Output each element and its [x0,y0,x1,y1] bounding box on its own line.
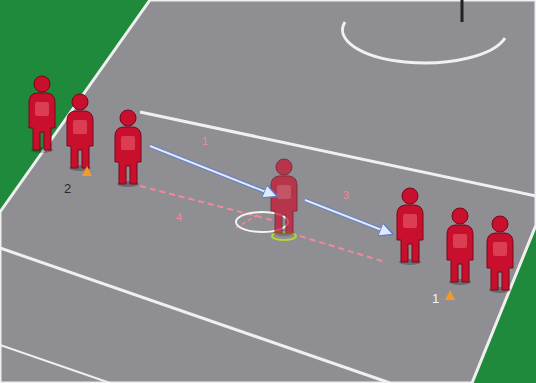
cone [445,290,455,300]
court-arc [343,22,505,63]
court-line [0,345,110,383]
cone [82,166,92,176]
player [115,110,141,187]
player [397,188,423,265]
pass-arrow [305,200,392,234]
pass-arrow [150,146,276,196]
step-number: 3 [343,190,349,201]
player [487,216,513,293]
pass-arrow [150,146,276,196]
movement-line [300,236,385,262]
cone-number: 1 [432,292,439,305]
player [67,94,93,171]
player [29,76,55,153]
step-number: 4 [176,212,182,223]
pass-arrow [305,200,392,234]
cone-number: 2 [64,182,71,195]
player [447,208,473,285]
transverse-line [140,112,536,196]
movement-line [140,186,272,220]
goal-post [461,0,464,22]
movement-line [236,212,262,228]
transverse-line [0,248,390,383]
step-number: 1 [202,136,208,147]
